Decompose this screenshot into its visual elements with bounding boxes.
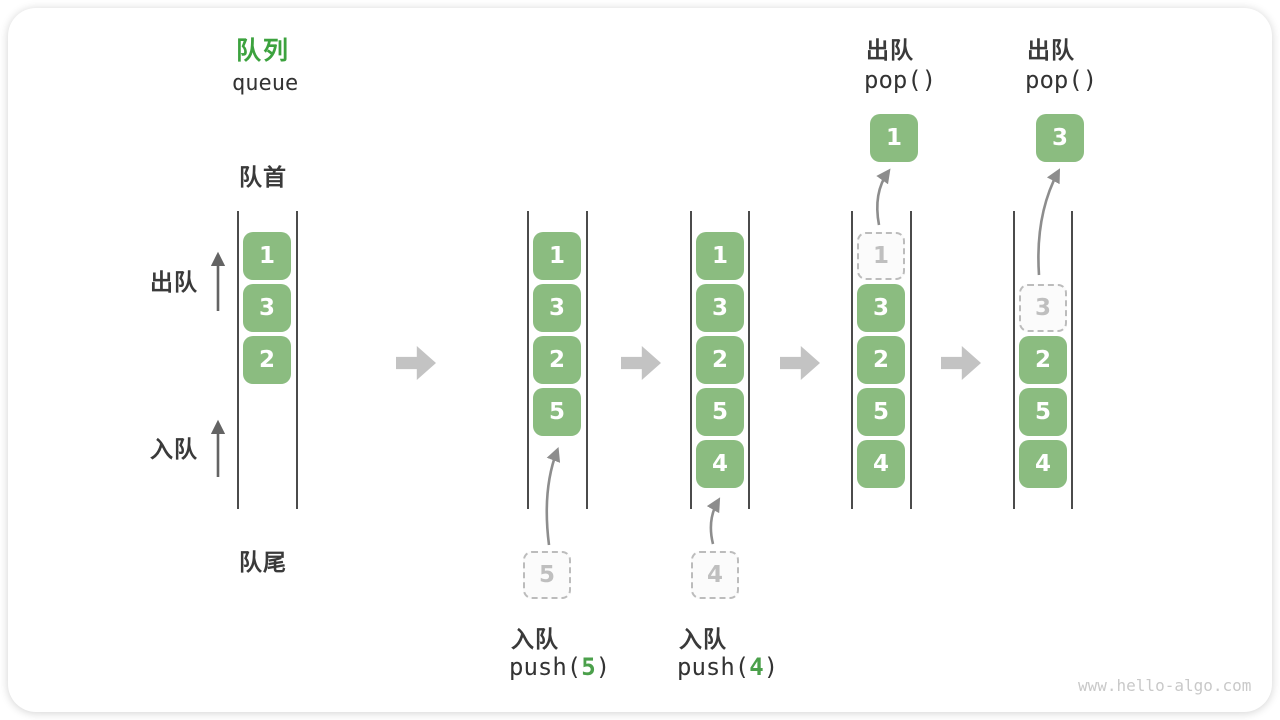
channel-line [690, 211, 692, 509]
queue-item: 4 [1019, 440, 1067, 488]
pop-code: pop() [1025, 66, 1098, 94]
push-label: 入队 [511, 626, 559, 652]
queue-item: 3 [243, 284, 291, 332]
queue-item: 5 [1019, 388, 1067, 436]
popped-item: 1 [870, 114, 918, 162]
queue-item: 5 [533, 388, 581, 436]
push-fn-open: push( [677, 653, 750, 681]
popped-item: 3 [1036, 114, 1084, 162]
queue-item: 3 [696, 284, 744, 332]
pop-label: 出队 [866, 37, 914, 63]
pop-code: pop() [864, 66, 937, 94]
channel-line [527, 211, 529, 509]
push-arg: 5 [581, 653, 596, 681]
queue-rear-label: 队尾 [239, 549, 287, 575]
queue-item: 2 [1019, 336, 1067, 384]
queue-item-ghost: 1 [857, 232, 905, 280]
queue-item: 2 [243, 336, 291, 384]
push-code: push(4) [677, 653, 778, 681]
queue-item: 2 [857, 336, 905, 384]
queue-item-ghost: 3 [1019, 284, 1067, 332]
queue-item: 3 [857, 284, 905, 332]
push-label: 入队 [679, 626, 727, 652]
pending-item: 5 [523, 551, 571, 599]
queue-item: 5 [696, 388, 744, 436]
queue-front-label: 队首 [239, 164, 287, 190]
dequeue-direction-label: 出队 [150, 269, 198, 295]
push-fn-open: push( [509, 653, 582, 681]
push-fn-close: ) [595, 653, 611, 681]
channel-line [1071, 211, 1073, 509]
queue-item: 1 [533, 232, 581, 280]
queue-item: 2 [696, 336, 744, 384]
queue-item: 1 [696, 232, 744, 280]
page-title: 队列 [236, 37, 291, 65]
queue-item: 5 [857, 388, 905, 436]
channel-line [910, 211, 912, 509]
push-fn-close: ) [763, 653, 779, 681]
pop-label: 出队 [1027, 37, 1075, 63]
push-code: push(5) [509, 653, 610, 681]
queue-item: 2 [533, 336, 581, 384]
channel-line [296, 211, 298, 509]
channel-line [237, 211, 239, 509]
push-arg: 4 [749, 653, 764, 681]
watermark: www.hello-algo.com [1078, 676, 1252, 695]
queue-item: 4 [857, 440, 905, 488]
channel-line [748, 211, 750, 509]
queue-item: 1 [243, 232, 291, 280]
pending-item: 4 [691, 551, 739, 599]
channel-line [586, 211, 588, 509]
queue-item: 3 [533, 284, 581, 332]
queue-item: 4 [696, 440, 744, 488]
channel-line [1013, 211, 1015, 509]
enqueue-direction-label: 入队 [150, 436, 198, 462]
page-subtitle: queue [232, 71, 299, 96]
channel-line [851, 211, 853, 509]
